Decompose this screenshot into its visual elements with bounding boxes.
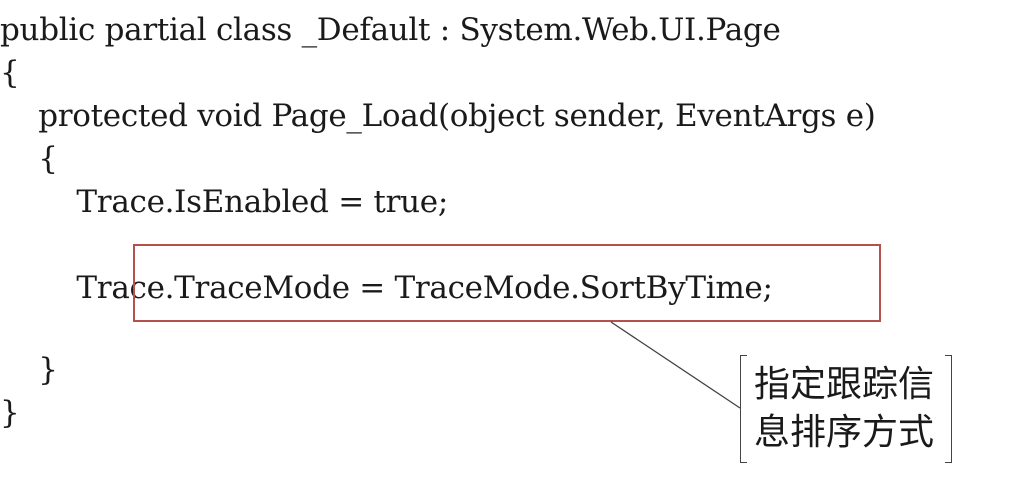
code-line-method-close-brace: }	[0, 352, 58, 388]
code-line-open-brace: {	[0, 55, 20, 91]
code-line-method-declaration: protected void Page_Load(object sender, …	[0, 98, 876, 134]
annotation-bracket-left	[740, 355, 747, 463]
code-line-trace-enabled: Trace.IsEnabled = true;	[0, 184, 448, 220]
code-line-class-close-brace: }	[0, 395, 20, 431]
annotation-callout: 指定跟踪信息排序方式	[740, 355, 952, 463]
highlight-box	[133, 244, 881, 322]
annotation-text: 指定跟踪信息排序方式	[754, 364, 935, 453]
code-line-class-declaration: public partial class _Default : System.W…	[0, 12, 781, 48]
annotation-bracket-right	[945, 355, 952, 463]
code-line-trace-mode: Trace.TraceMode = TraceMode.SortByTime;	[0, 270, 773, 306]
code-line-method-open-brace: {	[0, 141, 58, 177]
